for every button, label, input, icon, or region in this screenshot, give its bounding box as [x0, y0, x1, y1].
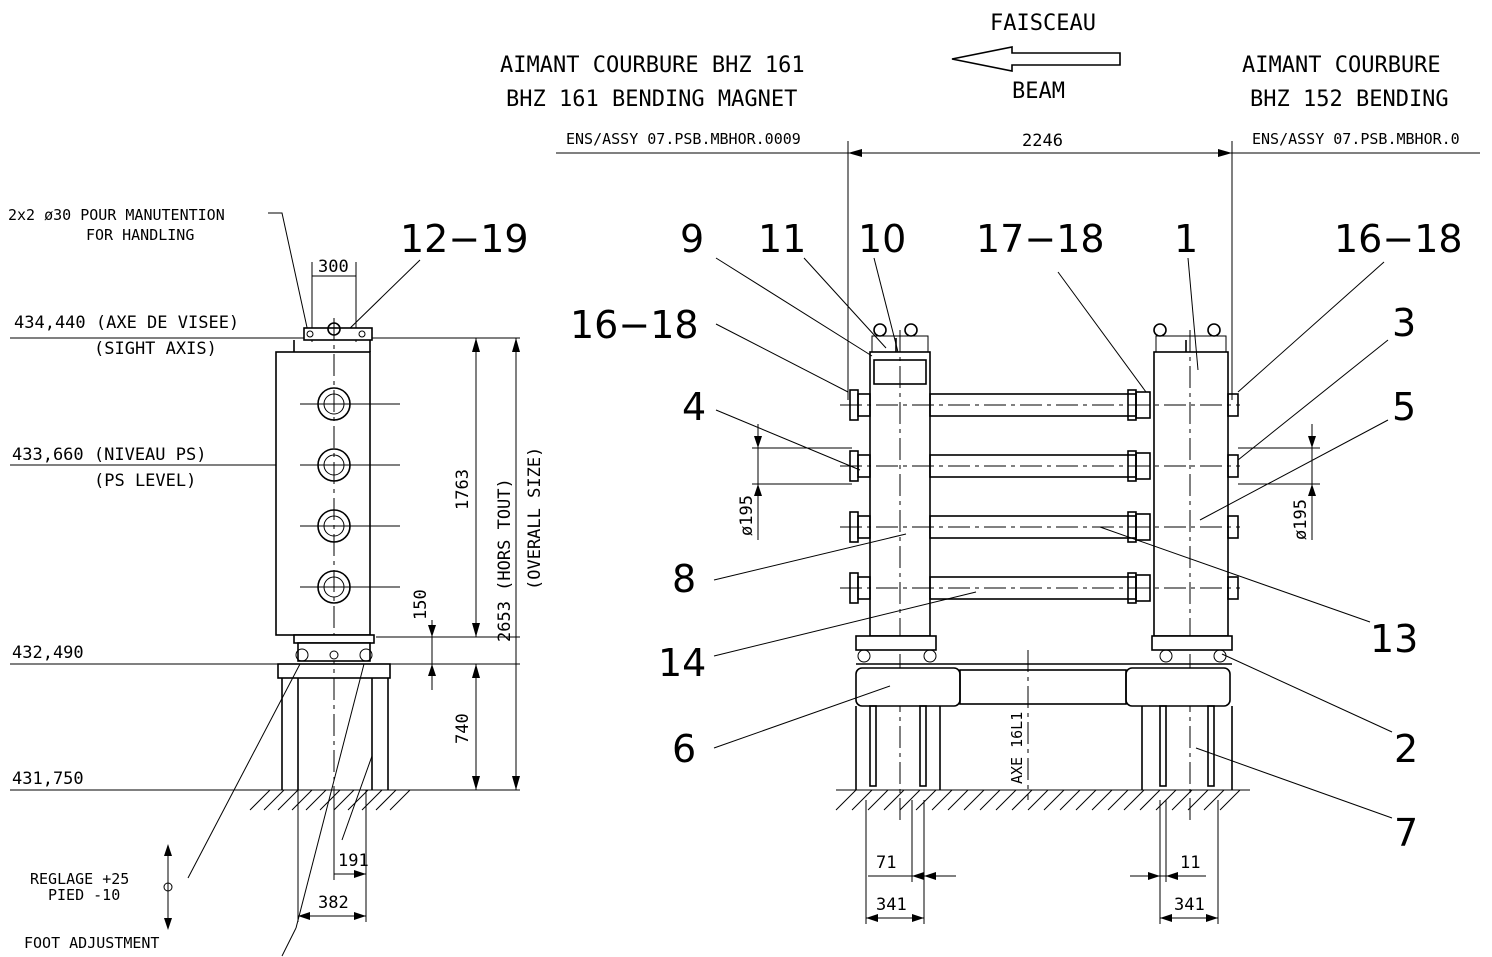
callout-3: 3: [1392, 301, 1416, 345]
callout-1: 1: [1174, 217, 1198, 261]
left-assembly-ref: ENS/ASSY 07.PSB.MBHOR.0009: [566, 130, 801, 148]
dim-phi195-right: ø195: [1291, 499, 1311, 540]
right-magnet-title-en: BHZ 152 BENDING: [1250, 87, 1449, 112]
left-magnet-title-en: BHZ 161 BENDING MAGNET: [506, 87, 797, 112]
dim-phi195-left: ø195: [737, 495, 757, 536]
callout-7: 7: [1394, 811, 1418, 855]
callout-16-18-left: 16−18: [570, 303, 699, 347]
side-view: 2x2 ø30 POUR MANUTENTION FOR HANDLING 30…: [8, 206, 545, 957]
right-assembly-ref: ENS/ASSY 07.PSB.MBHOR.0: [1252, 130, 1460, 148]
side-beam-ports: [300, 387, 400, 604]
width-300: 300: [318, 257, 349, 277]
handling-note-fr: 2x2 ø30 POUR MANUTENTION: [8, 206, 225, 224]
level-sight-axis-en: (SIGHT AXIS): [94, 339, 217, 359]
level-432-490: 432,490: [12, 643, 84, 663]
beam-pipes: [840, 389, 1240, 604]
support-legs: [855, 705, 1233, 790]
level-ps-en: (PS LEVEL): [94, 471, 196, 491]
callout-8: 8: [672, 557, 696, 601]
callout-16-18-right: 16−18: [1334, 217, 1463, 261]
front-view: AXE 16L1: [570, 217, 1463, 924]
axis-16l1-label: AXE 16L1: [1008, 712, 1026, 784]
handling-note-en: FOR HANDLING: [86, 226, 194, 244]
side-ground-hatch: [249, 789, 411, 811]
span-dimension: 2246: [847, 131, 1233, 400]
callout-11: 11: [758, 217, 806, 261]
callout-6: 6: [672, 727, 696, 771]
dim-740: 740: [453, 713, 473, 744]
span-value: 2246: [1022, 131, 1063, 151]
level-ps: 433,660 (NIVEAU PS): [12, 445, 206, 465]
callouts: 9 11 10 17−18 1 16−18 16−18 3 4 5 8 13 1…: [570, 217, 1463, 855]
callout-10: 10: [858, 217, 906, 261]
foot-adjust-reglage: REGLAGE +25: [30, 870, 129, 888]
callout-9: 9: [680, 217, 704, 261]
dim-overall-size: (OVERALL SIZE): [525, 447, 545, 590]
level-431-750: 431,750: [12, 769, 84, 789]
callout-2: 2: [1394, 727, 1418, 771]
foot-adjust-pied: PIED -10: [48, 886, 120, 904]
left-magnet-title-fr: AIMANT COURBURE BHZ 161: [500, 53, 805, 78]
dim-11: 11: [1180, 853, 1200, 873]
dim-341-left: 341: [876, 895, 907, 915]
dim-382: 382: [318, 893, 349, 913]
callout-17-18: 17−18: [976, 217, 1105, 261]
level-sight-axis: 434,440 (AXE DE VISEE): [14, 313, 239, 333]
callout-5: 5: [1392, 385, 1416, 429]
front-ground-hatch: [835, 789, 1241, 811]
callout-14: 14: [658, 641, 706, 685]
dim-1763: 1763: [453, 469, 473, 510]
foot-adjust-en: FOOT ADJUSTMENT: [24, 934, 159, 952]
callout-13: 13: [1370, 617, 1418, 661]
dim-341-right: 341: [1174, 895, 1205, 915]
header: FAISCEAU BEAM AIMANT COURBURE BHZ 161 BH…: [500, 11, 1480, 400]
faisceau-label: FAISCEAU: [990, 11, 1096, 36]
dim-2653: 2653 (HORS TOUT): [495, 478, 515, 642]
dim-191: 191: [338, 851, 369, 871]
beam-label: BEAM: [1012, 79, 1065, 104]
callout-4: 4: [682, 385, 706, 429]
dim-71: 71: [876, 853, 896, 873]
callout-12-19: 12−19: [400, 217, 529, 261]
dim-150: 150: [411, 589, 431, 620]
beam-direction-arrow: [951, 46, 1121, 72]
right-magnet-title-fr: AIMANT COURBURE: [1242, 53, 1441, 78]
